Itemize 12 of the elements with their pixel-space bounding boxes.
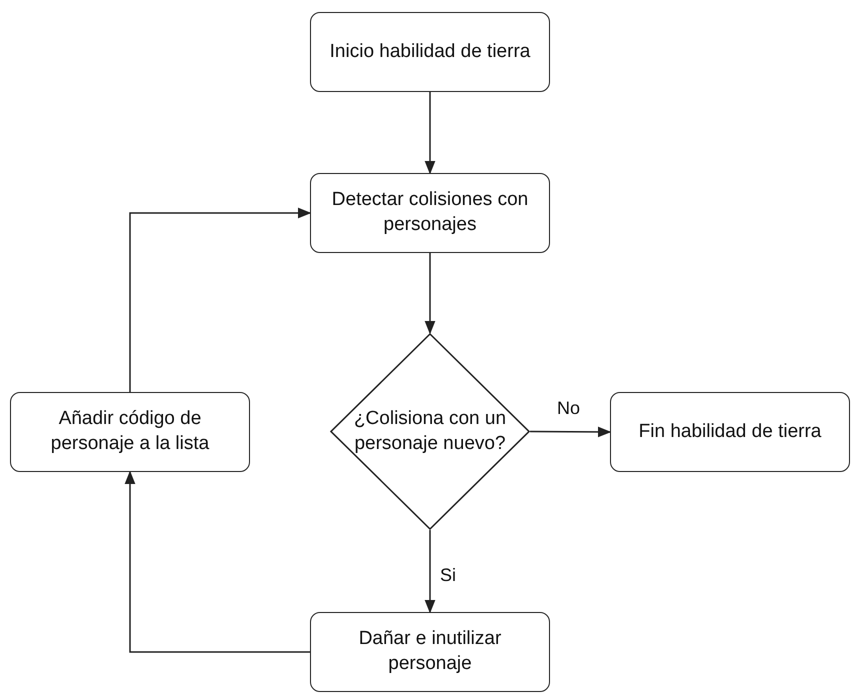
process-box: Fin habilidad de tierra (610, 392, 850, 472)
arrow (530, 426, 612, 438)
arrow (129, 208, 312, 392)
arrow (424, 530, 436, 614)
process-box: Dañar e inutilizar personaje (310, 612, 550, 692)
process-box: Añadir código de personaje a la lista (10, 392, 250, 472)
process-box: Inicio habilidad de tierra (310, 12, 550, 92)
arrow (424, 92, 436, 174)
process-box: Detectar colisiones con personajes (310, 173, 550, 253)
arrow (124, 470, 310, 653)
arrow (424, 253, 436, 334)
decision-diamond: ¿Colisiona con un personaje nuevo? (330, 333, 530, 530)
